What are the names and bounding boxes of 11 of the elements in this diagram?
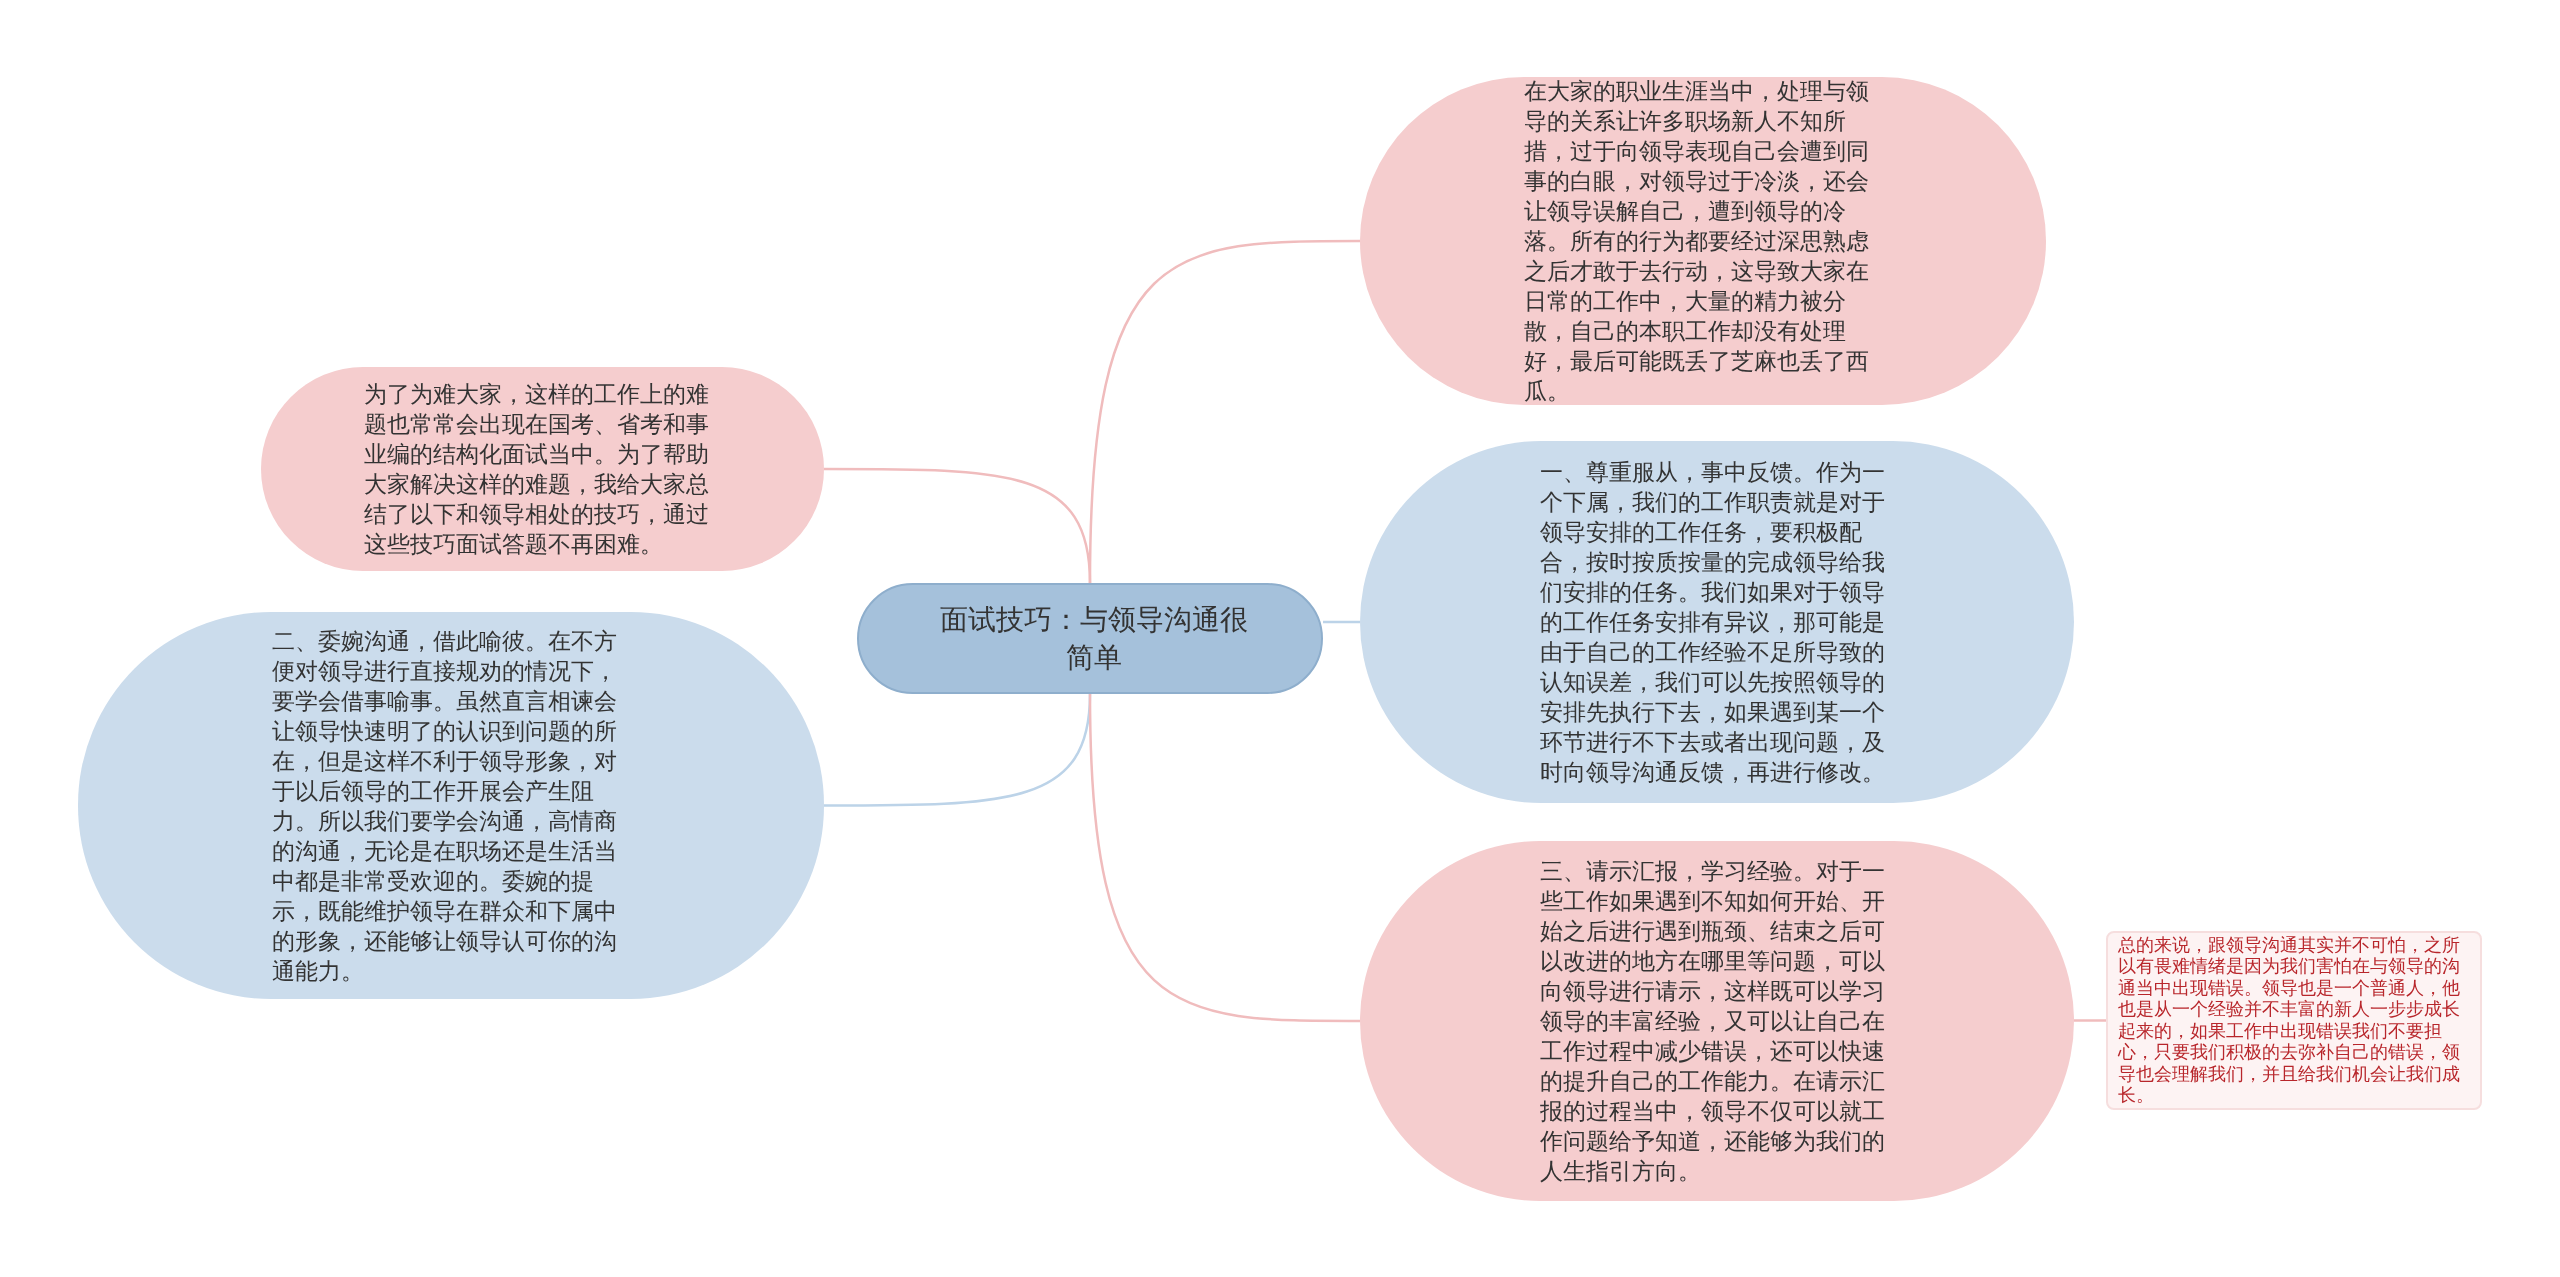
topic-text: 为了为难大家，这样的工作上的难题也常常会出现在国考、省考和事业编的结构化面试当中。为了帮助大家解决这样的难题，我给大家总结了以下和领导相处的技巧，通过这些技巧面试答题不再困难。 <box>364 380 710 559</box>
topic-text: 一、尊重服从，事中反馈。作为一个下属，我们的工作职责就是对于领导安排的工作任务，要积极配合，按时按质按量的完成领导给我们安排的任务。我们如果对于领导的工作任务安排有异议，那可能是由于自己的工作经验不足所导致的认知误差，我们可以先按照领导的安排先执行下去，如果遇到某一个环节进行不下去或者出现问题，及时向领导沟通反馈，再进行修改。 <box>1540 458 1886 787</box>
topic-text: 面试技巧：与领导沟通很简单 <box>939 601 1249 676</box>
topic-text: 在大家的职业生涯当中，处理与领导的关系让许多职场新人不知所措，过于向领导表现自己会遭到同事的白眼，对领导过于冷淡，还会让领导误解自己，遭到领导的冷落。所有的行为都要经过深思熟虑之后才敢于去行动，这导致大家在日常的工作中，大量的精力被分散，自己的本职工作却没有处理好，最后可能既丢了芝麻也丢了西瓜。 <box>1524 77 1870 406</box>
topic-text: 三、请示汇报，学习经验。对于一些工作如果遇到不知如何开始、开始之后进行遇到瓶颈、结束之后可以改进的地方在哪里等问题，可以向领导进行请示，这样既可以学习领导的丰富经验，又可以让自己在工作过程中减少错误，还可以快速的提升自己的工作能力。在请示汇报的过程当中，领导不仅可以就工作问题给予知道，还能够为我们的人生指引方向。 <box>1540 857 1886 1186</box>
connector-line <box>2074 1019 2106 1022</box>
connector-line <box>1088 693 1360 1023</box>
connector-line <box>1323 620 1360 624</box>
note-text: 总的来说，跟领导沟通其实并不可怕，之所以有畏难情绪是因为我们害怕在与领导的沟通当中出现错误。领导也是一个普通人，他也是从一个经验并不丰富的新人一步步成长起来的，如果工作中出现错误我们不要担心，只要我们积极的去弥补自己的错误，领导也会理解我们，并且给我们机会让我们成长。 <box>2118 934 2461 1107</box>
topic-text: 二、委婉沟通，借此喻彼。在不方便对领导进行直接规劝的情况下，要学会借事喻事。虽然直言相谏会让领导快速明了的认识到问题的所在，但是这样不利于领导形象，对于以后领导的工作开展会产生阻力。所以我们要学会沟通，高情商的沟通，无论是在职场还是生活当中都是非常受欢迎的。委婉的提示，既能维护领导在群众和下属中的形象，还能够让领导认可你的沟通能力。 <box>272 626 618 986</box>
connector-line <box>1088 239 1360 584</box>
